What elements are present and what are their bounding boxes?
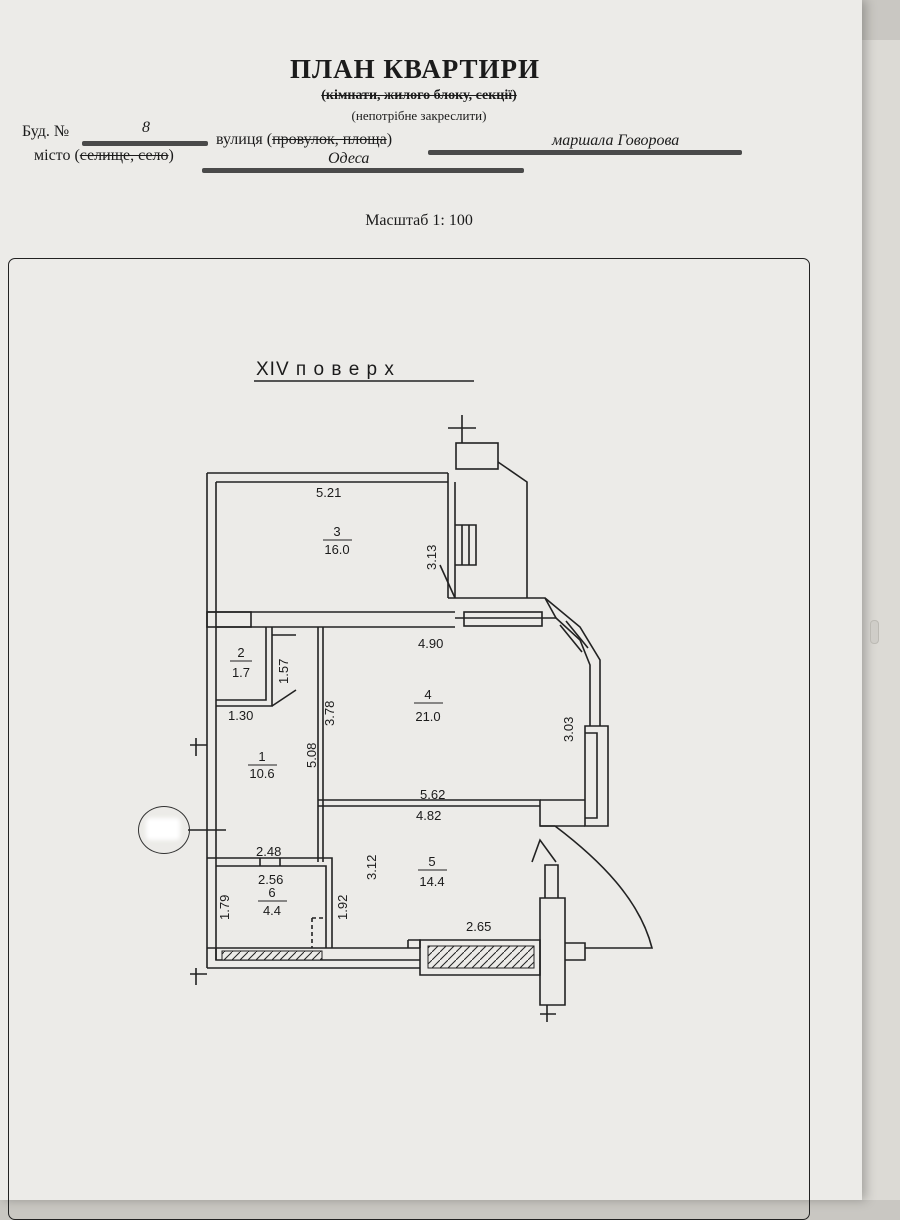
dim-r1-depth: 5.08 [304,743,319,768]
street-label: вулиця (провулок, площа) [216,131,392,149]
wall-left [206,473,217,968]
city-underline [202,168,524,173]
window-room5 [544,864,559,898]
door-room6 [259,858,281,866]
beam-top-4 [448,597,558,619]
wall-right-inner [585,732,598,819]
dim-r4-depth: 3.78 [322,701,337,726]
room6-number: 6 [268,885,275,900]
room2-area: 1.7 [232,665,250,680]
balcony-stub [565,942,586,961]
wall-3-4 [207,611,455,628]
room3-area: 16.0 [324,542,349,557]
room3-number: 3 [333,524,340,539]
window-room3 [455,524,477,566]
city-value: Одеса [328,150,370,167]
wall-right-4 [584,725,609,827]
wall-bottom [207,947,420,969]
street-struck-text: провулок, площа [272,131,387,148]
document-subtitle: (кімнати, жилого блоку, секції) [321,88,517,103]
city-label: місто (селище, село) [34,147,174,165]
room6-area: 4.4 [263,903,281,918]
building-underline [82,141,208,146]
wall-1-4 [317,627,324,862]
axis-circle-marker [138,806,190,854]
bay-wall [544,597,601,726]
door-swing-3 [439,564,456,599]
building-label: Буд. № [22,123,70,140]
beam-block [463,611,543,627]
street-close: ) [386,131,393,148]
shaft-box [455,442,499,470]
binder-hole [870,620,879,644]
radiator-balcony [427,945,535,969]
city-label-text: місто ( [34,147,80,164]
street-label-text: вулиця ( [216,131,273,148]
dim-r6-depth-right: 1.92 [335,895,350,920]
room-labels: 3 16.0 4 21.0 2 1.7 1 10.6 5 14.4 6 4.4 [230,524,447,918]
axis-mark-balcony [540,1005,556,1022]
axis-mark-bottom [190,968,207,985]
street-value: маршала Говорова [552,132,680,149]
door-swing-6 [311,917,326,948]
axis-mark-top [448,415,476,443]
threshold [407,939,421,948]
door-room2 [271,634,297,707]
axis-mark-left [190,738,207,756]
room1-number: 1 [258,749,265,764]
street-underline [428,150,742,155]
shaft-wall [447,473,456,598]
room1-area: 10.6 [249,766,274,781]
dim-r2-width: 1.30 [228,708,253,723]
wall-room6 [207,857,333,948]
floor-plan: XIV п о в е р х [188,359,654,1022]
room2-number: 2 [237,645,244,660]
dim-r3-depth: 3.13 [424,545,439,570]
room4-area: 21.0 [415,709,440,724]
balcony-pillar [539,897,566,1006]
city-close: ) [168,147,174,164]
floor-title: XIV п о в е р х [256,359,395,380]
dim-r5-top: 4.82 [416,808,441,823]
dim-r6-depth-left: 1.79 [217,895,232,920]
walls [188,415,654,1022]
bay-window [559,620,589,653]
dim-r4-top: 4.90 [418,636,443,651]
dim-balcony: 2.65 [466,919,491,934]
radiators [221,945,535,969]
dimension-labels: 5.21 3.13 4.90 3.78 3.03 5.62 1.57 1.30 … [217,485,576,934]
document-sheet: ПЛАН КВАРТИРИ (кімнати, жилого блоку, се… [0,0,879,1220]
room5-area: 14.4 [419,874,444,889]
scale-label: Масштаб 1: 100 [365,212,473,229]
building-number: 8 [142,119,150,136]
redacted-label [146,818,180,840]
dim-r2-depth: 1.57 [276,659,291,684]
loggia-arc [540,825,654,949]
city-struck-text: селище, село [79,147,169,164]
shaft-outer [497,461,528,598]
room5-number: 5 [428,854,435,869]
radiator-room6 [221,950,323,961]
strike-note: (непотрібне закреслити) [351,108,487,123]
wall-top [207,472,448,483]
dim-r1-width: 2.48 [256,844,281,859]
dim-r3-width: 5.21 [316,485,341,500]
dim-r6-width: 2.56 [258,872,283,887]
dim-r4-bottom: 5.62 [420,787,445,802]
door-swing-5 [531,838,557,863]
wall-4-5 [318,799,585,827]
dim-r4-right: 3.03 [561,717,576,742]
room4-number: 4 [424,687,431,702]
dim-r5-depth: 3.12 [364,855,379,880]
column-left [206,611,252,628]
document-title: ПЛАН КВАРТИРИ [289,54,541,84]
